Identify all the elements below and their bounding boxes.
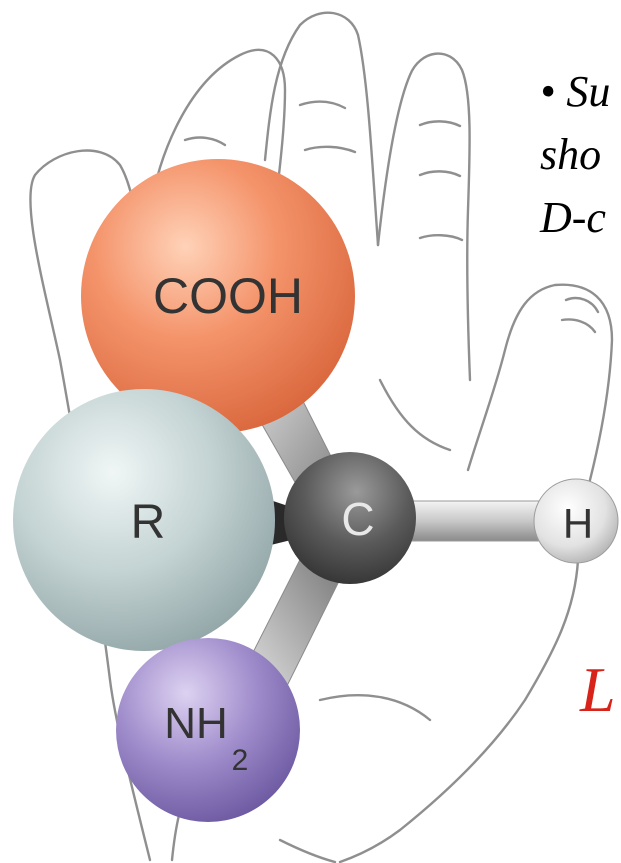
atom-r-label: R [131, 496, 166, 549]
atom-cooh-label: COOH [153, 268, 303, 324]
atom-h: H [533, 478, 619, 564]
atom-c-label: C [341, 493, 374, 545]
atom-r: R [13, 389, 275, 651]
atom-nh2: NH 2 [116, 638, 300, 822]
atom-nh2-subscript: 2 [232, 744, 249, 777]
caption-line-2: sho [540, 130, 602, 179]
red-letter-l: L [580, 654, 616, 725]
atom-c: C [284, 452, 416, 584]
atom-nh2-label: NH [164, 699, 228, 748]
atom-cooh: COOH [81, 159, 355, 433]
caption-line-3: D-c [540, 193, 606, 242]
caption-line-1: • Su [540, 67, 611, 116]
atom-h-label: H [563, 500, 593, 547]
